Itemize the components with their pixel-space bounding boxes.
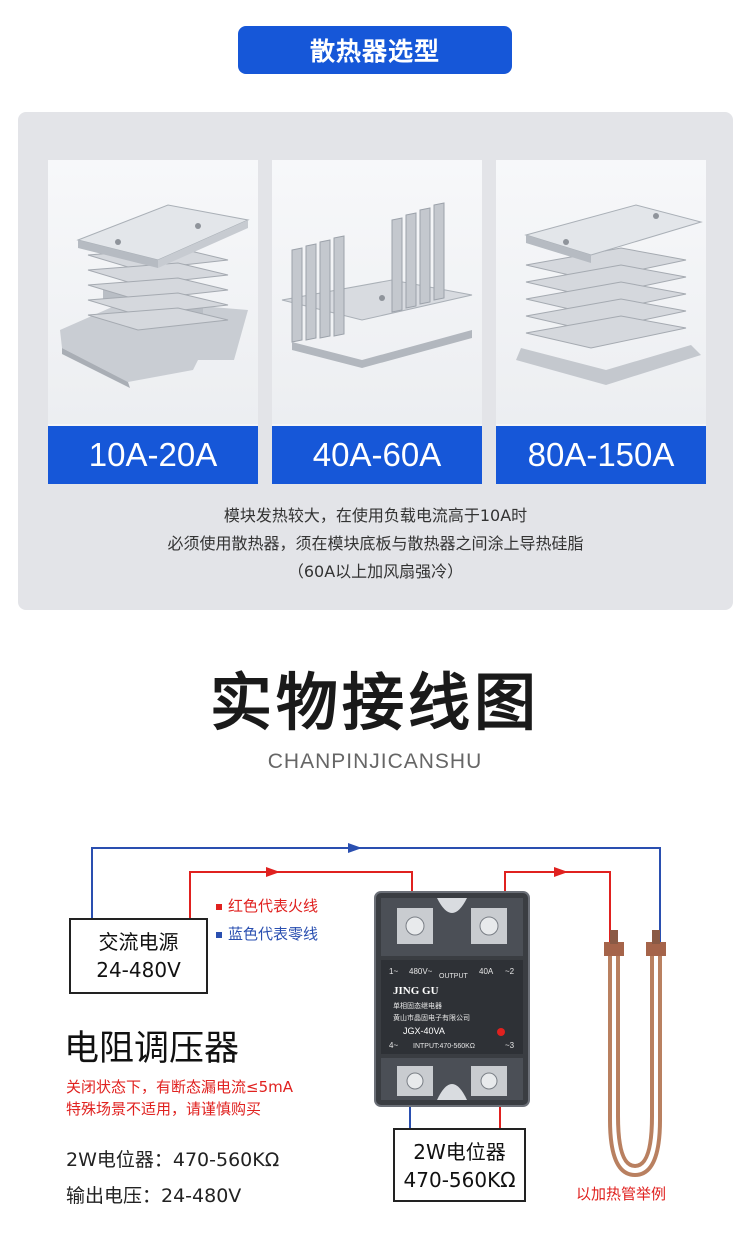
potentiometer-range: 470-560KΩ bbox=[403, 1168, 516, 1192]
legend-neutral: 蓝色代表零线 bbox=[216, 923, 318, 944]
power-source-voltage: 24-480V bbox=[96, 958, 181, 982]
spec-potentiometer: 2W电位器：470-560KΩ bbox=[66, 1149, 280, 1171]
legend-live-label: 红色代表火线 bbox=[228, 897, 319, 915]
legend-neutral-label: 蓝色代表零线 bbox=[228, 925, 319, 943]
product-name: 电阻调压器 bbox=[64, 1029, 240, 1069]
relay-terminal-3: ~3 bbox=[505, 1041, 515, 1050]
heatsink-note-line-3: （60A以上加风扇强冷） bbox=[287, 562, 464, 581]
relay-terminal-1: 1~ bbox=[389, 967, 398, 976]
relay-brand: JING GU bbox=[393, 985, 439, 997]
heatsink-medium-image bbox=[272, 160, 482, 424]
power-source-label: 交流电源 bbox=[98, 930, 179, 954]
heatsink-card-small: 10A-20A bbox=[48, 160, 258, 484]
relay-output-current: 40A bbox=[479, 967, 494, 976]
legend-live: 红色代表火线 bbox=[216, 895, 318, 916]
relay-model: JGX-40VA bbox=[403, 1026, 445, 1036]
potentiometer-box: 2W电位器 470-560KΩ bbox=[393, 1128, 526, 1202]
heatsink-panel: 10A-20A 40A-60A bbox=[18, 112, 733, 610]
warning-line-2: 特殊场景不适用，请谨慎购买 bbox=[66, 1100, 262, 1118]
relay-module-image: 1~ 480V~ OUTPUT 40A ~2 JING GU 单相固态继电器 黄… bbox=[374, 891, 530, 1107]
relay-maker: 黄山市晶固电子有限公司 bbox=[393, 1013, 470, 1022]
heater-caption: 以加热管举例 bbox=[576, 1185, 667, 1203]
heatsink-note: 模块发热较大，在使用负载电流高于10A时 必须使用散热器，须在模块底板与散热器之… bbox=[18, 502, 733, 586]
relay-type: 单相固态继电器 bbox=[393, 1001, 442, 1010]
heatsink-small-image bbox=[48, 160, 258, 424]
heatsink-card-medium: 40A-60A bbox=[272, 160, 482, 484]
heatsink-large-image bbox=[496, 160, 706, 424]
red-dot-icon bbox=[216, 903, 222, 910]
warning-line-1: 关闭状态下，有断态漏电流≤5mA bbox=[66, 1078, 293, 1096]
heatsink-note-line-2: 必须使用散热器，须在模块底板与散热器之间涂上导热硅脂 bbox=[167, 534, 584, 553]
relay-input-range: INTPUT:470-560KΩ bbox=[413, 1043, 475, 1050]
heating-tube-image bbox=[604, 930, 666, 1178]
relay-output-label: OUTPUT bbox=[439, 973, 469, 980]
wiring-subtitle: CHANPINJICANSHU bbox=[267, 750, 483, 773]
spec-output-voltage: 输出电压：24-480V bbox=[66, 1185, 242, 1207]
heatsink-label-small: 10A-20A bbox=[48, 426, 258, 484]
wiring-title: 实物接线图 bbox=[209, 666, 540, 739]
relay-output-voltage: 480V~ bbox=[409, 967, 433, 976]
power-source-box: 交流电源 24-480V bbox=[69, 918, 208, 994]
relay-terminal-2: ~2 bbox=[505, 967, 515, 976]
potentiometer-label: 2W电位器 bbox=[413, 1140, 506, 1164]
warning-text: 关闭状态下，有断态漏电流≤5mA 特殊场景不适用，请谨慎购买 bbox=[66, 1076, 293, 1120]
heatsink-label-large: 80A-150A bbox=[496, 426, 706, 484]
relay-terminal-4: 4~ bbox=[389, 1041, 398, 1050]
heatsink-note-line-1: 模块发热较大，在使用负载电流高于10A时 bbox=[223, 506, 528, 525]
section-title-heatsink: 散热器选型 bbox=[238, 26, 512, 74]
heatsink-card-large: 80A-150A bbox=[496, 160, 706, 484]
blue-dot-icon bbox=[216, 931, 222, 938]
heatsink-label-medium: 40A-60A bbox=[272, 426, 482, 484]
